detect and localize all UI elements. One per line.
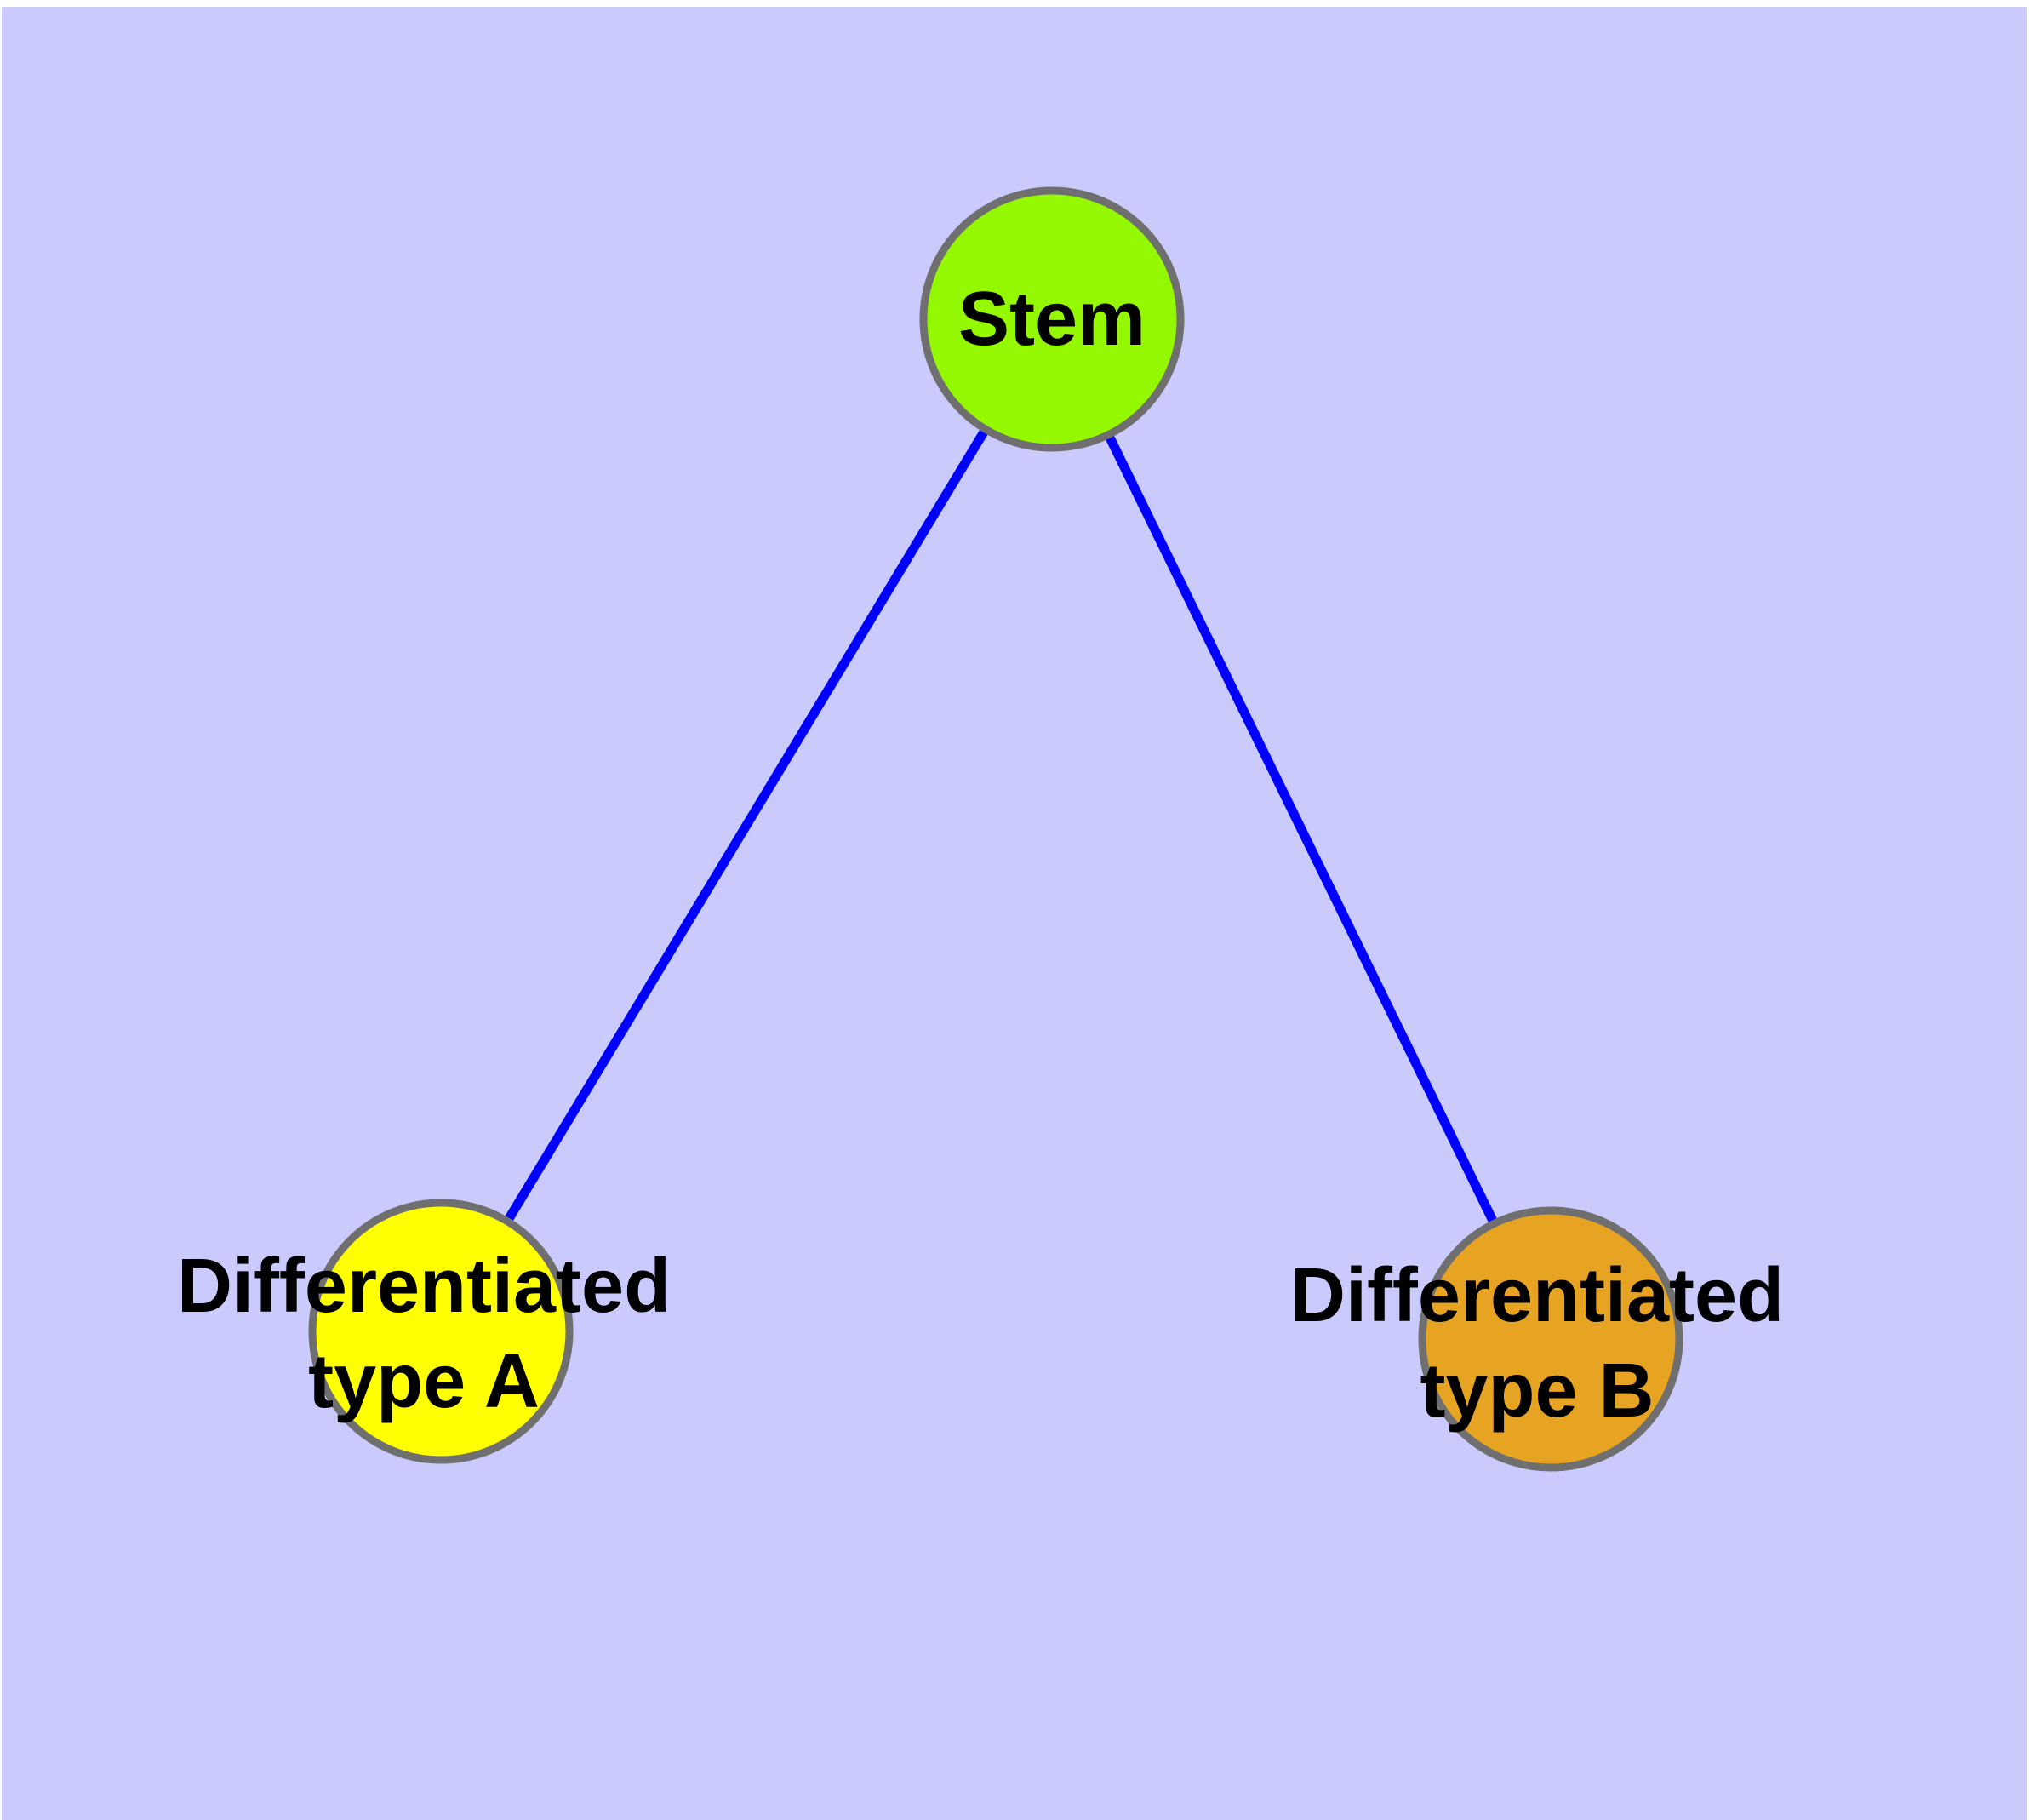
node-differentiated-type-b	[1418, 1206, 1683, 1472]
edge-stem-to-differentiated-type-b	[1048, 317, 1555, 1342]
node-stem	[919, 186, 1185, 452]
graph-svg	[308, 186, 1683, 1472]
edge-stem-to-differentiated-type-a	[437, 317, 1056, 1334]
node-differentiated-type-a	[308, 1199, 574, 1464]
